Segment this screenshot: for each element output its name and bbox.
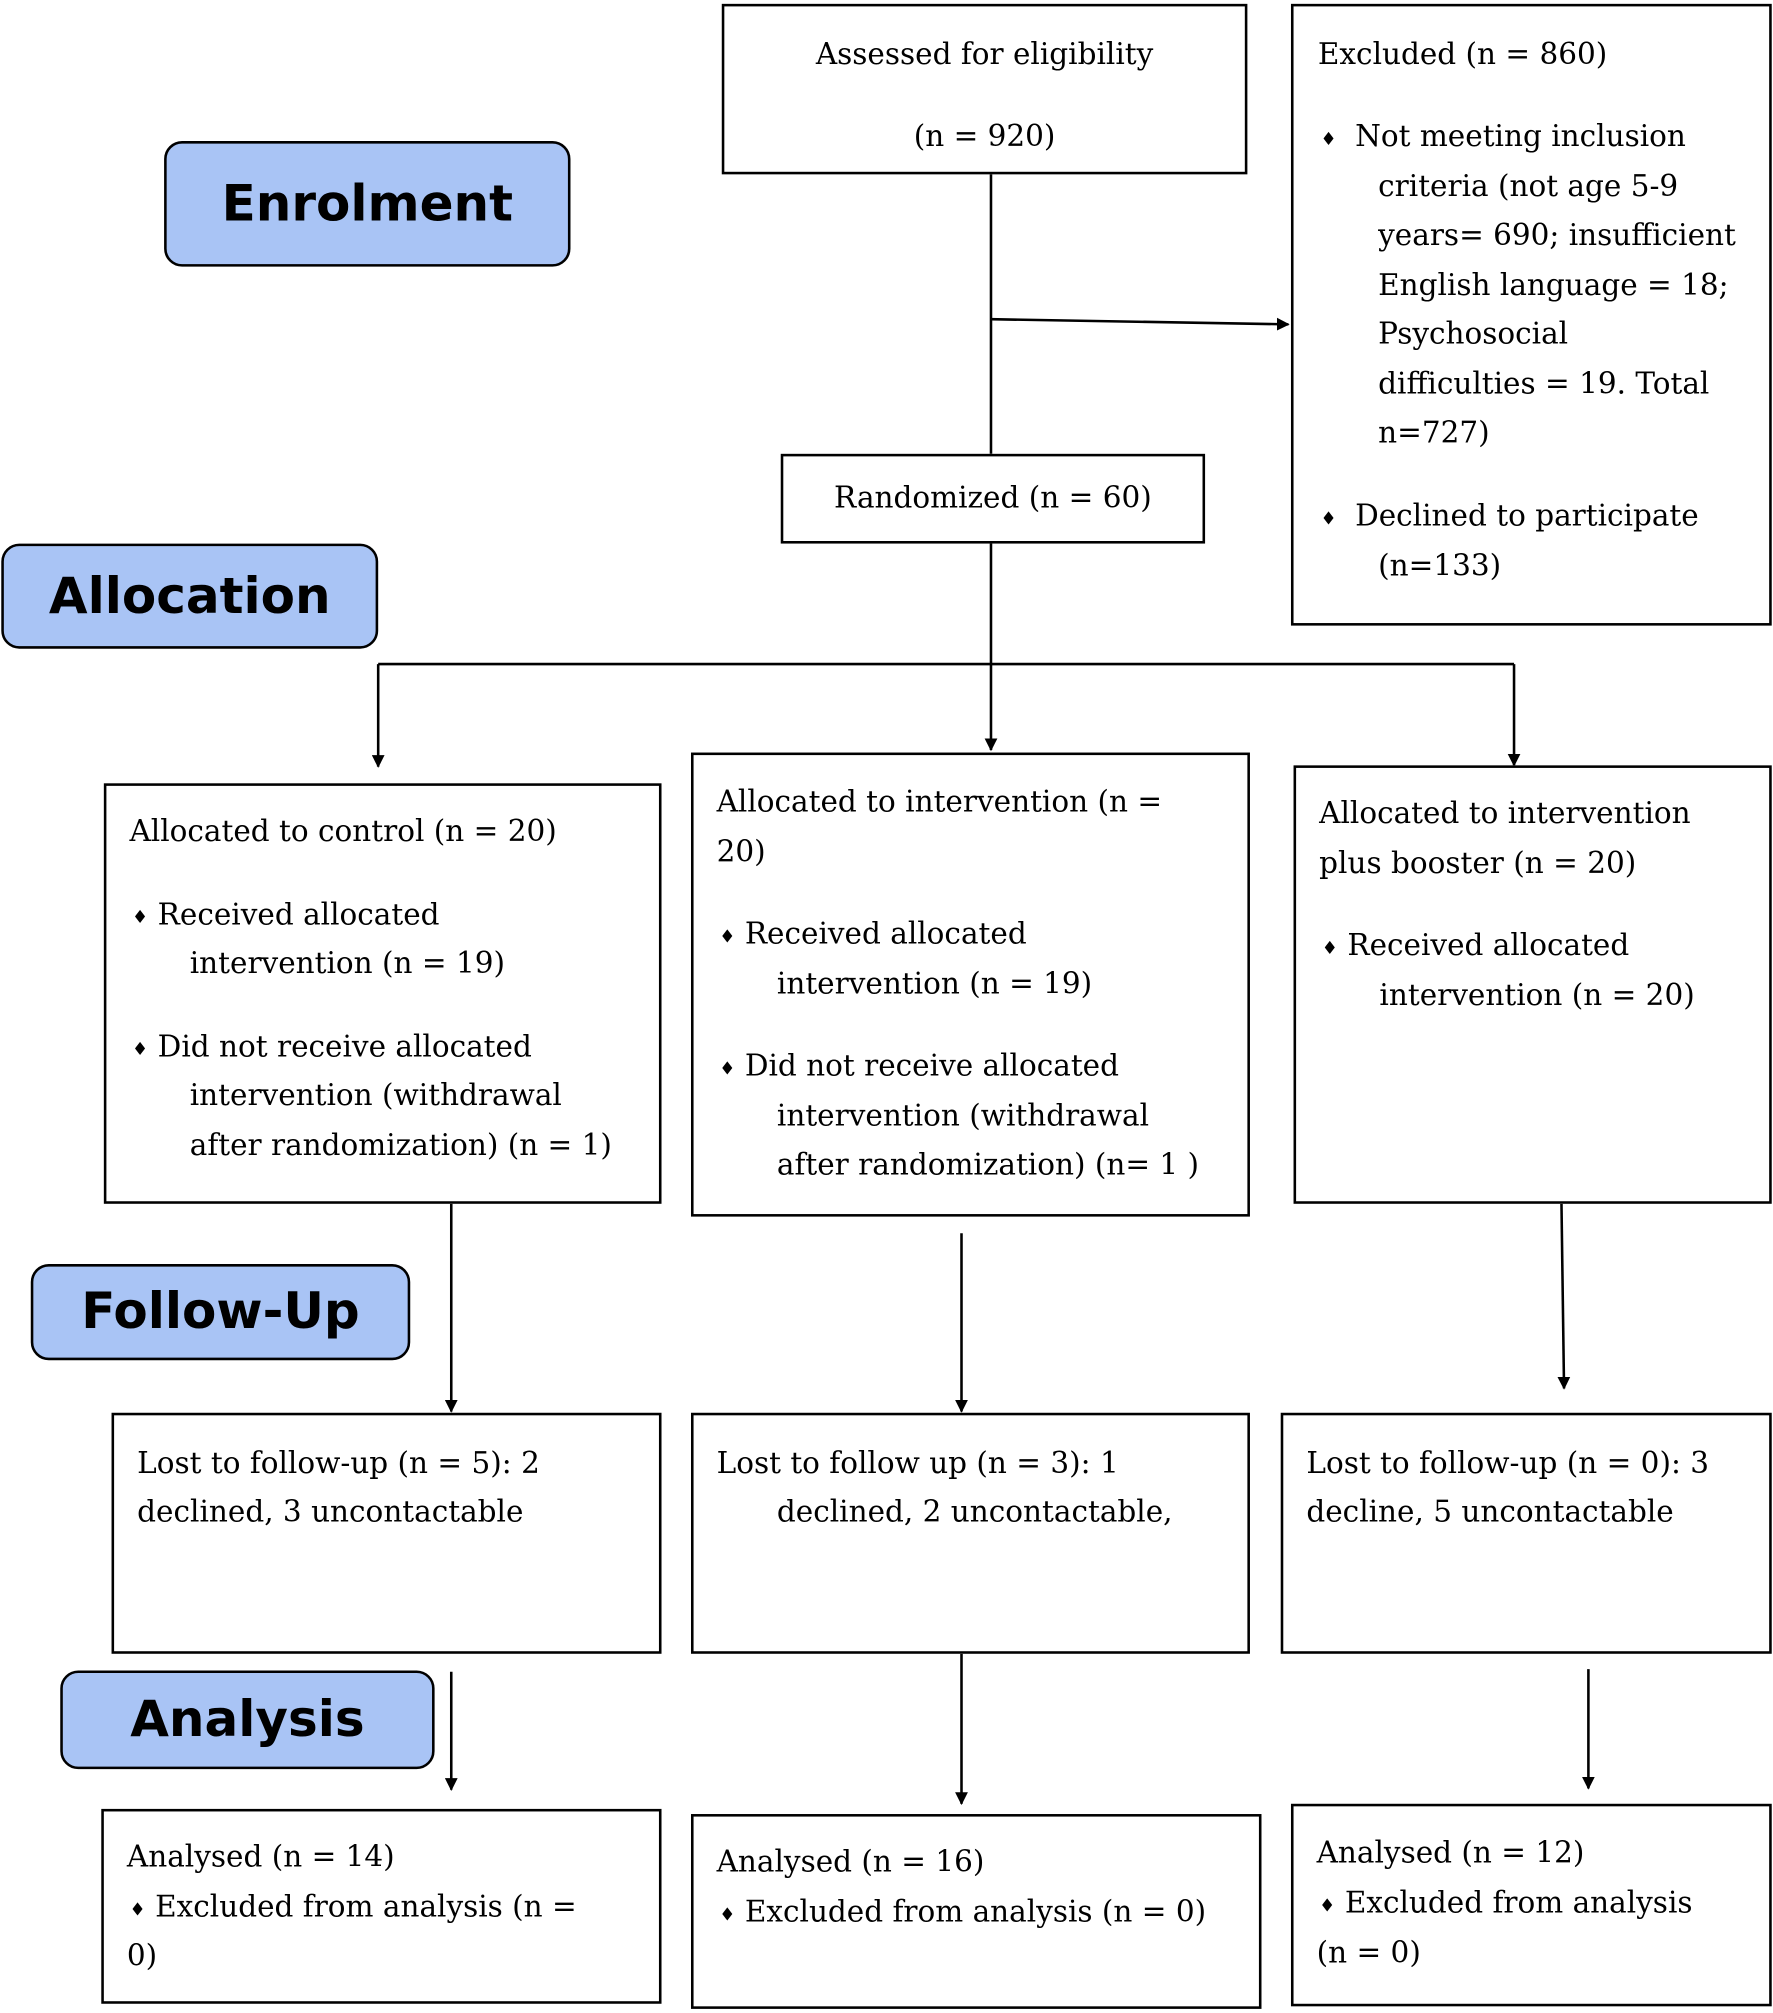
control-received-line: intervention (n = 19)	[189, 947, 506, 981]
intervention-followup-line: declined, 2 uncontactable,	[776, 1496, 1173, 1530]
booster-followup-line: Lost to follow-up (n = 0): 3	[1306, 1447, 1710, 1481]
excluded-reason-line: difficulties = 19. Total	[1378, 367, 1710, 402]
intervention-received-line: Received allocated	[744, 917, 1027, 952]
bullet-icon: ♦	[1321, 938, 1338, 959]
intervention-received-line: intervention (n = 19)	[776, 967, 1093, 1002]
excluded-reason-line: years= 690; insufficient	[1378, 219, 1736, 253]
bullet-icon: ♦	[132, 1039, 149, 1061]
control-received-line: Received allocated	[157, 898, 440, 933]
booster-allocation-title: Allocated to intervention	[1319, 797, 1691, 831]
intervention-not-received-line: intervention (withdrawal	[776, 1099, 1150, 1134]
bullet-icon: ♦	[132, 907, 149, 929]
bullet-icon: ♦	[1320, 129, 1337, 150]
declined-line: Declined to participate	[1355, 499, 1699, 534]
allocation-phase-label: Allocation	[1, 543, 379, 649]
randomized-box: Randomized (n = 60)	[780, 453, 1206, 544]
booster-analysed-title: Analysed (n = 12)	[1316, 1837, 1585, 1871]
booster-received-line: intervention (n = 20)	[1379, 979, 1695, 1013]
bullet-icon: ♦	[129, 1899, 146, 1921]
control-analysis-box: Analysed (n = 14) ♦ Excluded from analys…	[101, 1808, 662, 2004]
control-analysed-title: Analysed (n = 14)	[126, 1840, 395, 1875]
booster-allocation-box: Allocated to intervention plus booster (…	[1293, 765, 1772, 1204]
intervention-allocation-box: Allocated to intervention (n = 20) ♦ Rec…	[690, 752, 1250, 1217]
intervention-not-received-line: after randomization) (n= 1 )	[776, 1148, 1200, 1183]
intervention-followup-line: Lost to follow up (n = 3): 1	[716, 1447, 1119, 1481]
intervention-followup-box: Lost to follow up (n = 3): 1 declined, 2…	[690, 1412, 1250, 1654]
control-followup-line: declined, 3 uncontactable	[137, 1496, 524, 1530]
excluded-reason-line: criteria (not age 5-9	[1378, 170, 1679, 204]
assessed-box: Assessed for eligibility (n = 920)	[721, 3, 1248, 175]
analysis-phase-label: Analysis	[60, 1670, 435, 1770]
intervention-excluded-line: Excluded from analysis (n = 0)	[744, 1896, 1207, 1930]
booster-excluded-line: (n = 0)	[1316, 1937, 1421, 1971]
declined-line: (n=133)	[1378, 549, 1502, 584]
control-excluded-line: Excluded from analysis (n =	[155, 1890, 577, 1925]
bullet-icon: ♦	[1320, 508, 1337, 530]
excluded-reason-line: English language = 18;	[1378, 269, 1729, 303]
intervention-analysis-box: Analysed (n = 16) ♦ Excluded from analys…	[690, 1814, 1262, 2009]
intervention-allocation-title: 20)	[716, 835, 766, 870]
followup-phase-label: Follow-Up	[30, 1264, 411, 1361]
control-allocation-title: Allocated to control (n = 20)	[129, 815, 557, 849]
control-not-received-line: intervention (withdrawal	[189, 1079, 562, 1113]
exclusion-arrow	[990, 317, 1290, 331]
enrolment-phase-label: Enrolment	[164, 141, 571, 267]
booster-received-line: Received allocated	[1347, 929, 1630, 963]
intervention-analysed-title: Analysed (n = 16)	[716, 1846, 985, 1880]
control-allocation-box: Allocated to control (n = 20) ♦ Received…	[103, 783, 662, 1204]
intervention-allocation-title: Allocated to intervention (n =	[716, 785, 1163, 820]
bullet-icon: ♦	[1319, 1896, 1336, 1917]
intervention-not-received-line: Did not receive allocated	[744, 1049, 1120, 1084]
booster-analysis-box: Analysed (n = 12) ♦ Excluded from analys…	[1290, 1803, 1772, 2007]
booster-followup-box: Lost to follow-up (n = 0): 3 decline, 5 …	[1280, 1412, 1772, 1654]
booster-followup-line: decline, 5 uncontactable	[1306, 1496, 1674, 1530]
assessed-label: Assessed for eligibility	[815, 38, 1154, 72]
excluded-reason-line: Psychosocial	[1378, 317, 1569, 352]
excluded-reason-line: Not meeting inclusion	[1355, 120, 1686, 154]
arrow-booster-followup	[1557, 1203, 1571, 1390]
control-excluded-line: 0)	[126, 1939, 158, 1973]
bullet-icon: ♦	[719, 926, 736, 948]
bullet-icon: ♦	[719, 1058, 736, 1080]
bullet-icon: ♦	[719, 1905, 736, 1926]
booster-excluded-line: Excluded from analysis	[1344, 1887, 1693, 1921]
control-not-received-line: after randomization) (n = 1)	[189, 1129, 612, 1163]
excluded-title: Excluded (n = 860)	[1317, 38, 1608, 72]
control-not-received-line: Did not receive allocated	[157, 1030, 532, 1065]
assessed-count: (n = 920)	[913, 120, 1056, 154]
excluded-box: Excluded (n = 860) ♦ Not meeting inclusi…	[1290, 3, 1772, 626]
excluded-reason-line: n=727)	[1378, 416, 1490, 450]
booster-allocation-title: plus booster (n = 20)	[1319, 847, 1637, 881]
control-followup-line: Lost to follow-up (n = 5): 2	[137, 1447, 540, 1481]
control-followup-box: Lost to follow-up (n = 5): 2 declined, 3…	[111, 1412, 662, 1654]
randomized-label: Randomized (n = 60)	[834, 482, 1152, 516]
